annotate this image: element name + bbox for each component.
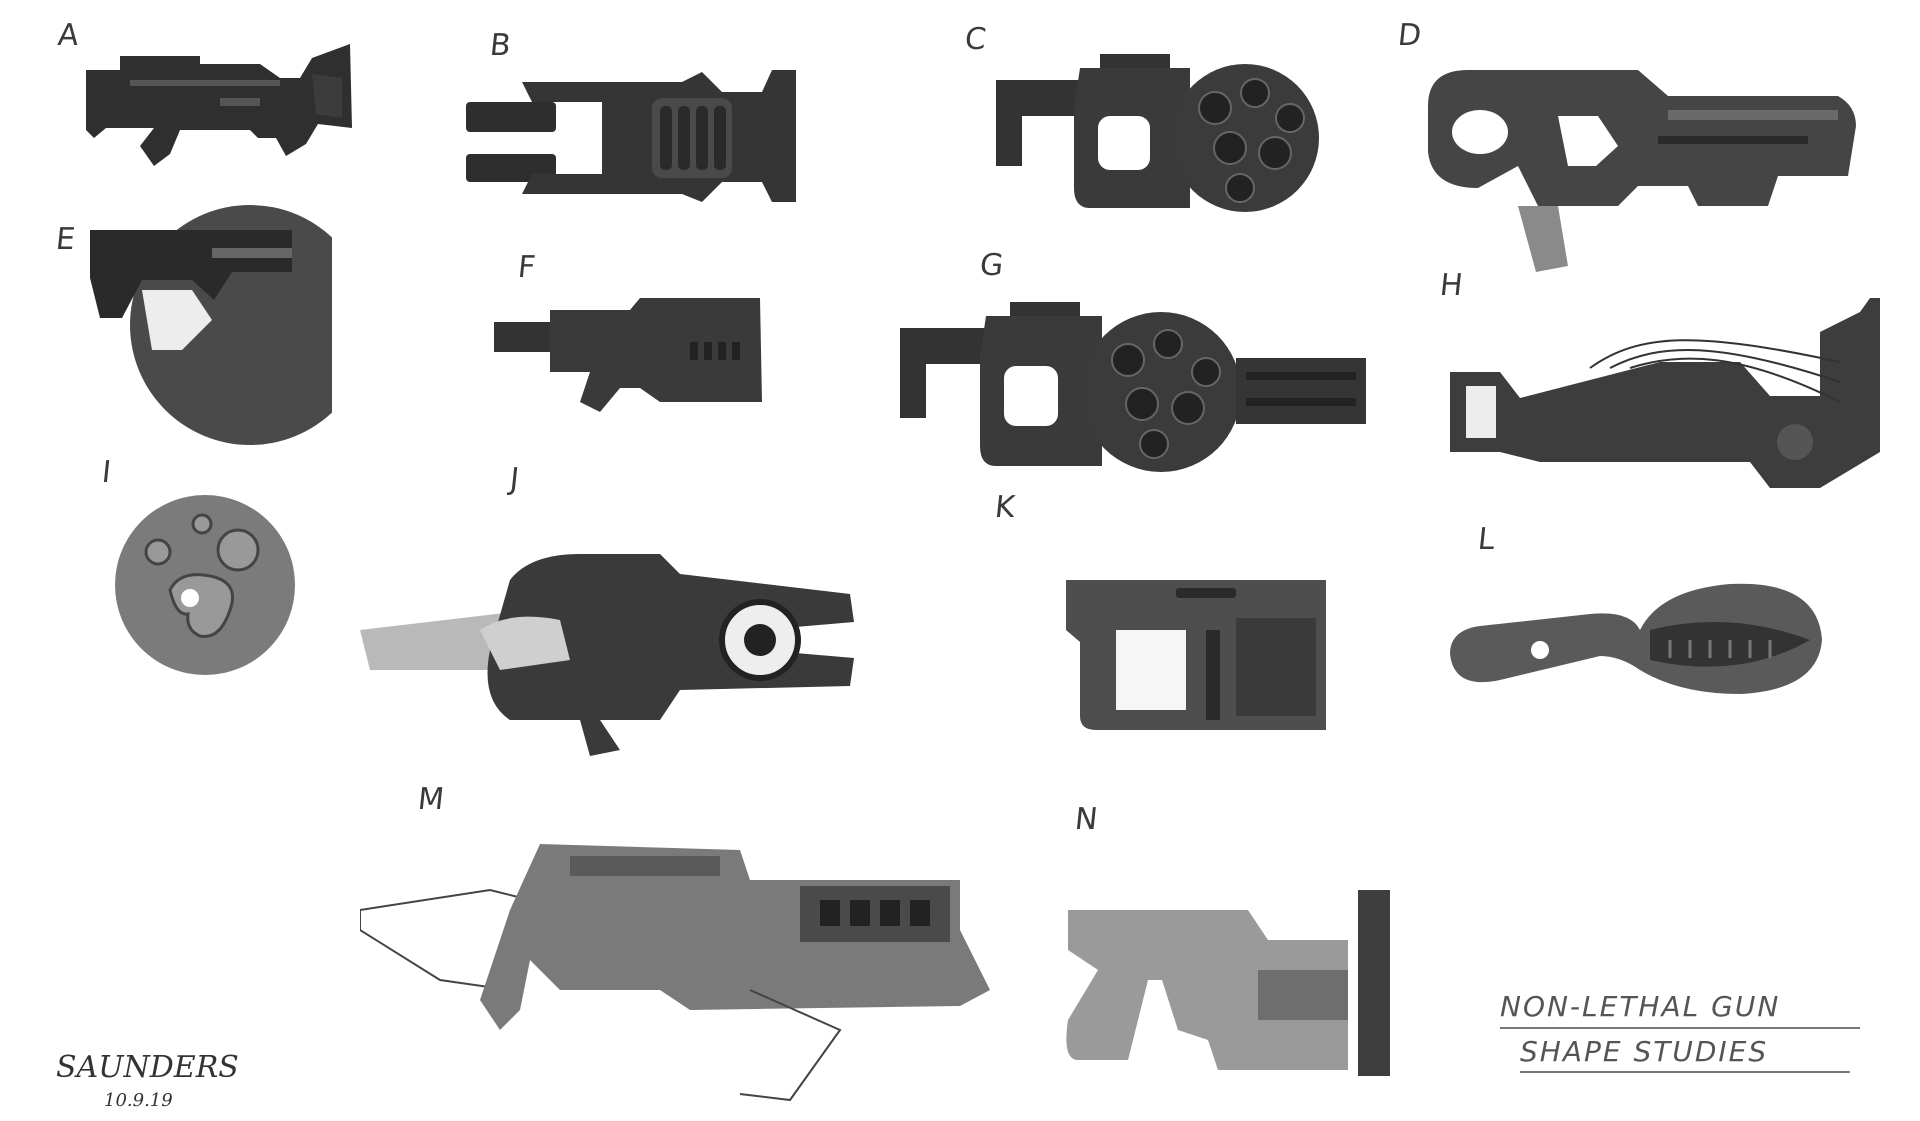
gun-sketch-g: [900, 302, 1366, 472]
gun-sketch-m: [360, 844, 990, 1102]
signature-name: SAUNDERS: [56, 1050, 239, 1085]
label-k: K: [993, 490, 1017, 525]
gun-sketch-d: [1428, 70, 1856, 272]
gun-sketch-c: [996, 54, 1319, 212]
label-d: D: [1396, 18, 1423, 53]
label-g: G: [978, 248, 1006, 283]
gun-sketch-e: [90, 205, 332, 445]
label-a: A: [56, 18, 81, 53]
signature-date: 10.9.19: [104, 1090, 173, 1111]
gun-sketch-a: [86, 44, 352, 166]
label-e: E: [54, 222, 77, 257]
label-f: F: [516, 250, 538, 285]
label-l: L: [1476, 522, 1497, 557]
label-n: N: [1073, 802, 1100, 837]
label-m: M: [416, 782, 446, 817]
title-line-1: NON-LETHAL GUN: [1500, 990, 1781, 1023]
gun-sketch-f: [494, 298, 762, 412]
gun-sketch-k: [1066, 580, 1326, 730]
title-underline: [1500, 1027, 1860, 1073]
label-j: J: [508, 462, 521, 497]
label-c: C: [963, 22, 988, 57]
gun-sketch-l: [1450, 583, 1822, 694]
title-line-2: SHAPE STUDIES: [1520, 1035, 1769, 1068]
gun-sketch-n: [1066, 890, 1390, 1076]
gun-sketch-b: [466, 70, 796, 202]
label-b: B: [488, 28, 513, 63]
gun-sketch-j: [360, 554, 854, 756]
gun-sketch-h: [1450, 298, 1880, 488]
label-i: I: [100, 455, 113, 490]
gun-sketch-i: [115, 495, 295, 675]
